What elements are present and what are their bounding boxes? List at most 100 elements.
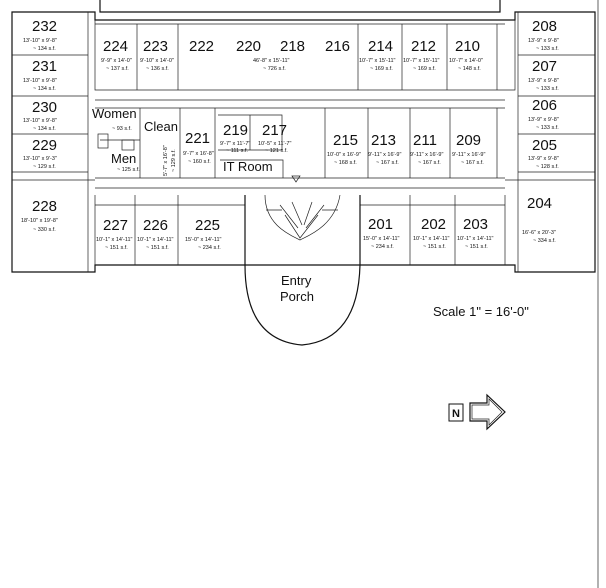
svg-text:10'-1" x 14'-11": 10'-1" x 14'-11": [96, 237, 133, 243]
svg-text:226: 226: [143, 217, 168, 234]
room-224: 224 9'-9" x 14'-0" ~ 137 s.f.: [101, 38, 132, 72]
room-213: 213 9'-11" x 16'-9" ~ 167 s.f.: [368, 132, 401, 166]
room-202: 202 10'-1" x 14'-11" ~ 151 s.f.: [413, 216, 450, 250]
room-230: 230 13'-10" x 9'-8" ~ 134 s.f.: [23, 99, 57, 132]
svg-text:9'-9" x 14'-0": 9'-9" x 14'-0": [101, 58, 132, 64]
svg-text:Clean: Clean: [144, 119, 178, 134]
scale-label: Scale 1" = 16'-0": [433, 304, 529, 319]
svg-text:225: 225: [195, 217, 220, 234]
svg-text:218: 218: [280, 38, 305, 55]
room-207: 207 13'-9" x 9'-8" ~ 133 s.f.: [528, 58, 559, 92]
room-women: Women ~ 93 s.f.: [92, 106, 137, 151]
svg-text:208: 208: [532, 18, 557, 35]
svg-text:221: 221: [185, 130, 210, 147]
room-219: 219 9'-7" x 11'-7" ~ 111 s.f.: [220, 122, 250, 154]
room-226: 226 10'-1" x 14'-11" ~ 151 s.f.: [137, 217, 174, 251]
room-it: IT Room: [223, 159, 273, 174]
svg-text:46'-8" x 15'-11": 46'-8" x 15'-11": [253, 58, 290, 64]
svg-text:~ 234 s.f.: ~ 234 s.f.: [198, 245, 221, 251]
room-217: 217 10'-5" x 11'-7" ~ 121 s.f.: [258, 122, 291, 154]
svg-text:~ 151 s.f.: ~ 151 s.f.: [465, 244, 488, 250]
svg-text:220: 220: [236, 38, 261, 55]
svg-text:~ 167 s.f.: ~ 167 s.f.: [461, 160, 484, 166]
svg-text:228: 228: [32, 198, 57, 215]
svg-text:230: 230: [32, 99, 57, 116]
svg-text:~ 111 s.f.: ~ 111 s.f.: [226, 148, 248, 154]
svg-text:~ 148 s.f.: ~ 148 s.f.: [458, 66, 481, 72]
svg-text:15'-0" x 14'-11": 15'-0" x 14'-11": [185, 237, 222, 243]
svg-text:~ 136 s.f.: ~ 136 s.f.: [146, 66, 169, 72]
svg-text:5'-7" x 16'-8": 5'-7" x 16'-8": [163, 145, 169, 176]
svg-text:~ 133 s.f.: ~ 133 s.f.: [536, 46, 559, 52]
svg-text:9'-10" x 14'-0": 9'-10" x 14'-0": [140, 58, 174, 64]
room-231: 231 13'-10" x 9'-8" ~ 134 s.f.: [23, 58, 57, 92]
svg-text:205: 205: [532, 137, 557, 154]
room-222-216: 222 220 218 216 46'-8" x 15'-11" ~ 726 s…: [189, 38, 350, 72]
svg-text:9'-7" x 16'-8": 9'-7" x 16'-8": [183, 151, 214, 157]
svg-text:~ 129 s.f.: ~ 129 s.f.: [171, 149, 177, 172]
svg-text:10'-1" x 14'-11": 10'-1" x 14'-11": [413, 236, 450, 242]
svg-text:Porch: Porch: [280, 289, 314, 304]
entry-porch: Entry Porch: [280, 273, 314, 304]
svg-text:13'-9" x 9'-8": 13'-9" x 9'-8": [528, 117, 559, 123]
room-208: 208 13'-9" x 9'-8" ~ 133 s.f.: [528, 18, 559, 52]
room-209: 209 9'-11" x 16'-9" ~ 167 s.f.: [452, 132, 485, 166]
room-205: 205 13'-9" x 9'-8" ~ 128 s.f.: [528, 137, 559, 170]
svg-text:~ 93 s.f.: ~ 93 s.f.: [112, 126, 132, 132]
room-clean: Clean: [144, 119, 178, 134]
svg-text:10'-7" x 14'-0": 10'-7" x 14'-0": [449, 58, 483, 64]
svg-text:~ 168 s.f.: ~ 168 s.f.: [334, 160, 357, 166]
svg-text:~ 134 s.f.: ~ 134 s.f.: [33, 46, 56, 52]
svg-text:210: 210: [455, 38, 480, 55]
svg-text:10'-5" x 11'-7": 10'-5" x 11'-7": [258, 141, 291, 147]
svg-text:213: 213: [371, 132, 396, 149]
svg-text:201: 201: [368, 216, 393, 233]
svg-text:~ 134 s.f.: ~ 134 s.f.: [33, 126, 56, 132]
svg-text:10'-7" x 15'-11": 10'-7" x 15'-11": [359, 58, 396, 64]
north-label: N: [452, 408, 460, 420]
svg-text:223: 223: [143, 38, 168, 55]
svg-text:~ 169 s.f.: ~ 169 s.f.: [370, 66, 393, 72]
room-204: 204 16'-6" x 20'-3" ~ 334 s.f.: [522, 195, 556, 244]
svg-text:10'-1" x 14'-11": 10'-1" x 14'-11": [457, 236, 494, 242]
north-arrow-icon: N: [448, 393, 506, 431]
room-203: 203 10'-1" x 14'-11" ~ 151 s.f.: [457, 216, 494, 250]
svg-text:209: 209: [456, 132, 481, 149]
svg-text:~ 234 s.f.: ~ 234 s.f.: [371, 244, 394, 250]
svg-text:9'-11" x 16'-9": 9'-11" x 16'-9": [452, 152, 485, 158]
room-227: 227 10'-1" x 14'-11" ~ 151 s.f.: [96, 217, 133, 251]
svg-text:10'-1" x 14'-11": 10'-1" x 14'-11": [137, 237, 174, 243]
room-closet: 5'-7" x 16'-8" ~ 129 s.f.: [163, 145, 177, 176]
svg-text:~ 330 s.f.: ~ 330 s.f.: [33, 227, 56, 233]
svg-text:207: 207: [532, 58, 557, 75]
svg-text:Women: Women: [92, 106, 137, 121]
svg-text:Entry: Entry: [281, 273, 312, 288]
svg-text:206: 206: [532, 97, 557, 114]
svg-text:212: 212: [411, 38, 436, 55]
svg-text:~ 167 s.f.: ~ 167 s.f.: [376, 160, 399, 166]
svg-text:IT Room: IT Room: [223, 159, 273, 174]
svg-text:15'-0" x 14'-11": 15'-0" x 14'-11": [363, 236, 400, 242]
svg-text:13'-10" x 9'-3": 13'-10" x 9'-3": [23, 156, 57, 162]
room-214: 214 10'-7" x 15'-11" ~ 169 s.f.: [359, 38, 396, 72]
svg-text:13'-10" x 9'-8": 13'-10" x 9'-8": [23, 38, 57, 44]
svg-text:214: 214: [368, 38, 393, 55]
room-men: Men ~ 125 s.f.: [111, 151, 140, 173]
svg-text:9'-11" x 16'-9": 9'-11" x 16'-9": [368, 152, 401, 158]
room-232: 232 13'-10" x 9'-8" ~ 134 s.f.: [23, 18, 57, 52]
svg-text:216: 216: [325, 38, 350, 55]
svg-text:215: 215: [333, 132, 358, 149]
room-215: 215 10'-0" x 16'-9" ~ 168 s.f.: [327, 132, 361, 166]
svg-text:13'-9" x 9'-8": 13'-9" x 9'-8": [528, 78, 559, 84]
svg-text:~ 167 s.f.: ~ 167 s.f.: [418, 160, 441, 166]
svg-text:13'-9" x 9'-8": 13'-9" x 9'-8": [528, 156, 559, 162]
svg-text:10'-0" x 16'-9": 10'-0" x 16'-9": [327, 152, 361, 158]
svg-text:~ 726 s.f.: ~ 726 s.f.: [263, 66, 286, 72]
svg-text:18'-10" x 19'-8": 18'-10" x 19'-8": [21, 218, 58, 224]
svg-text:203: 203: [463, 216, 488, 233]
svg-text:217: 217: [262, 122, 287, 139]
svg-text:202: 202: [421, 216, 446, 233]
svg-text:232: 232: [32, 18, 57, 35]
svg-text:9'-11" x 16'-9": 9'-11" x 16'-9": [410, 152, 443, 158]
